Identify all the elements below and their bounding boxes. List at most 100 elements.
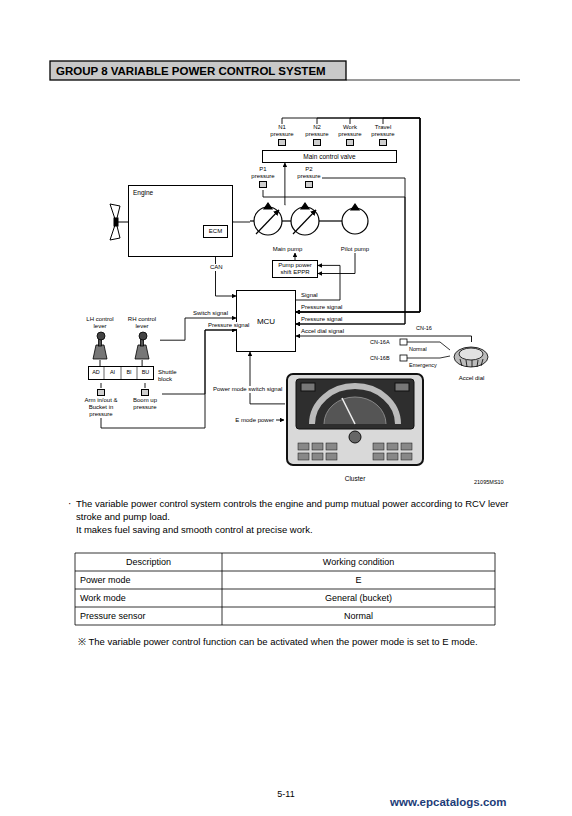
sensor-square — [141, 389, 149, 396]
engine-fan — [110, 204, 128, 240]
node-text: Shuttle block — [158, 369, 188, 383]
signal-line — [250, 352, 285, 404]
table-grid — [75, 553, 495, 625]
pressure-sensor: Arm in/out & Bucket in pressure — [78, 388, 124, 418]
accel-dial: Accel dial — [448, 342, 495, 382]
cluster-monitor — [287, 374, 423, 465]
node-text: Engine — [133, 189, 153, 197]
body-text: The variable power control system contro… — [76, 498, 521, 523]
pressure-sensor: P2 pressure — [296, 166, 322, 190]
table-cell: E — [222, 575, 495, 587]
node-text: N1 pressure — [268, 124, 296, 138]
control-lever: RH control lever — [124, 316, 160, 360]
body-text: It makes fuel saving and smooth control … — [76, 524, 521, 537]
mcu-box: MCU — [236, 290, 296, 352]
table-header: Description — [75, 557, 222, 569]
signal-line — [145, 383, 146, 388]
page-number: 5-11 — [256, 789, 316, 801]
sensor-square — [97, 389, 105, 396]
node-text: MCU — [257, 317, 275, 326]
sensor-square — [278, 139, 286, 146]
connector-switch — [400, 339, 450, 361]
port-label: BI — [121, 369, 137, 376]
pump-symbols — [250, 203, 368, 235]
sensor-square — [259, 181, 267, 188]
signal-line — [296, 118, 420, 312]
valve-box: Main control valve — [262, 150, 397, 163]
page-title: GROUP 8 VARIABLE POWER CONTROL SYSTEM — [56, 64, 326, 78]
node-text: Boom up pressure — [128, 397, 162, 411]
pressure-sensor: Work pressure — [336, 124, 364, 150]
node-text: N2 pressure — [303, 124, 331, 138]
signal-line — [284, 163, 285, 205]
pressure-sensor: P1 pressure — [250, 166, 276, 190]
signal-line — [101, 383, 102, 388]
pilot-pump: Pilot pump — [335, 205, 375, 253]
node-text: Arm in/out & Bucket in pressure — [78, 397, 124, 418]
node-text: Work pressure — [336, 124, 364, 138]
figure-code: 21095MS10 — [474, 479, 514, 486]
engine-block: EngineECM — [128, 185, 233, 257]
table-cell: General (bucket) — [222, 593, 495, 605]
edge-label: Accel dial signal — [300, 328, 345, 335]
node-text: ECM — [209, 228, 222, 235]
bullet: · — [68, 497, 74, 510]
signal-line — [282, 118, 420, 312]
leader-arrow — [276, 420, 284, 421]
port-dividers — [104, 366, 137, 380]
note-text: ※ The variable power control function ca… — [78, 636, 518, 649]
signal-line — [101, 330, 236, 428]
node-text: Pilot pump — [341, 246, 369, 253]
sensor-square — [379, 139, 387, 146]
edge-label: Signal — [300, 292, 319, 299]
ecm-box: ECM — [203, 225, 228, 238]
port-label: AD — [89, 369, 103, 376]
edge-label: Power mode switch signal — [212, 386, 283, 393]
node-text: RH control lever — [124, 316, 160, 330]
signal-line — [295, 253, 296, 260]
title-bar — [50, 61, 346, 80]
edge-label: Pressure signal — [300, 316, 343, 323]
control-lever: LH control lever — [82, 316, 118, 360]
signal-line — [162, 330, 236, 394]
sensor-square — [313, 139, 321, 146]
node-text: Main pump — [273, 246, 303, 253]
cluster-display: Cluster — [285, 372, 425, 482]
node-text: Accel dial — [459, 375, 485, 382]
table-cell: Power mode — [80, 575, 220, 587]
signal-line — [318, 253, 355, 274]
node-text: P1 pressure — [250, 166, 276, 180]
switch-position: Normal — [409, 346, 439, 353]
sensor-square — [305, 181, 313, 188]
node-text: Pump power shift EPPR — [275, 262, 315, 276]
edge-label: Pressure signal — [207, 322, 250, 329]
signal-name: E mode power — [232, 417, 274, 424]
edge-label: Pressure signal — [300, 304, 343, 311]
pressure-sensor: N1 pressure — [268, 124, 296, 150]
node-text: Travel pressure — [368, 124, 398, 138]
node-text: LH control lever — [82, 316, 118, 330]
node-text: Cluster — [345, 475, 366, 483]
table-cell: Pressure sensor — [80, 611, 220, 623]
port-label: AI — [104, 369, 121, 376]
port-label: BU — [137, 369, 154, 376]
control-levers — [93, 332, 149, 359]
table-header: Working condition — [222, 557, 495, 569]
pressure-sensor: Travel pressure — [368, 124, 398, 150]
node-text: Main control valve — [303, 153, 355, 161]
signal-line — [296, 178, 405, 324]
connector-name: CN-16A — [370, 339, 398, 346]
pressure-sensor: Boom up pressure — [128, 388, 162, 418]
connector-name: CN-16B — [370, 355, 398, 362]
main-pump: Main pump — [250, 205, 325, 253]
pressure-sensor: N2 pressure — [303, 124, 331, 150]
eppr-valve: Pump power shift EPPR — [272, 260, 318, 278]
signal-line — [296, 118, 420, 312]
watermark: www.epcatalogs.com — [390, 795, 568, 810]
edge-label: CAN — [209, 264, 224, 271]
table-cell: Normal — [222, 611, 495, 623]
sensor-square — [346, 139, 354, 146]
